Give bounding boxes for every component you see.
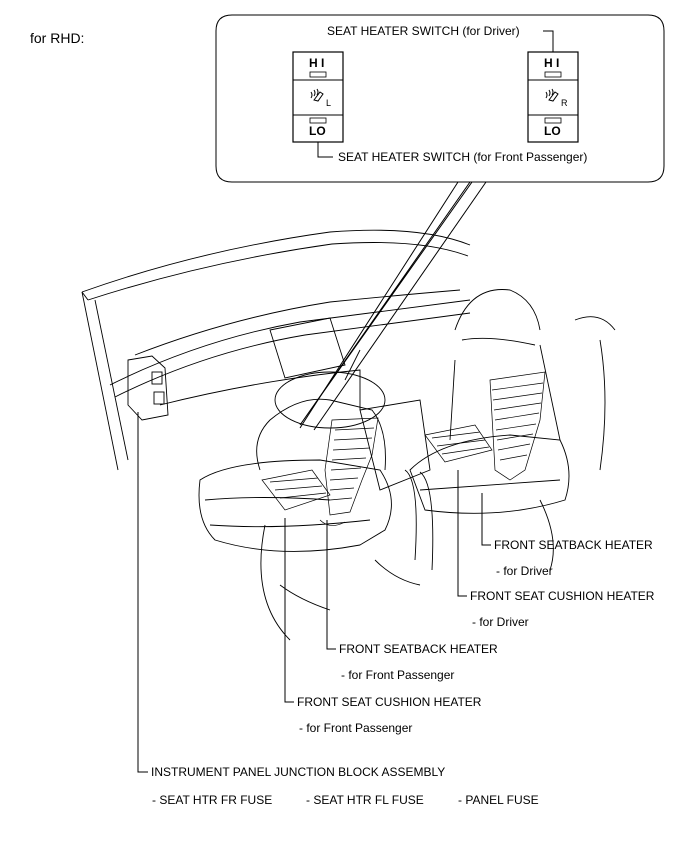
cushion-passenger-label: FRONT SEAT CUSHION HEATER xyxy=(297,695,482,709)
fuse-seat-htr-fr: - SEAT HTR FR FUSE xyxy=(152,793,273,807)
switch-leader-lines xyxy=(317,30,554,158)
seatback-passenger-label: FRONT SEATBACK HEATER xyxy=(339,642,498,656)
cushion-heater-passenger xyxy=(261,469,331,511)
driver-switch-label: SEAT HEATER SWITCH (for Driver) xyxy=(327,24,520,38)
hi-label-right: H I xyxy=(544,56,560,70)
cushion-passenger-sub: - for Front Passenger xyxy=(299,721,413,735)
fuse-seat-htr-fl: - SEAT HTR FL FUSE xyxy=(306,793,424,807)
seat-heater-icon xyxy=(545,88,559,102)
passenger-switch-label: SEAT HEATER SWITCH (for Front Passenger) xyxy=(338,150,588,164)
lo-label-right: LO xyxy=(544,124,561,138)
seatback-driver-label: FRONT SEATBACK HEATER xyxy=(494,538,653,552)
right-seat-heater-switch xyxy=(527,51,579,143)
seatback-passenger-sub: - for Front Passenger xyxy=(341,668,455,682)
hi-indicator-left xyxy=(309,71,327,78)
switch-callout-bubble xyxy=(215,14,665,431)
seatback-driver-sub: - for Driver xyxy=(496,564,553,578)
vehicle-interior-illustration xyxy=(81,229,616,641)
hi-label-left: H I xyxy=(309,56,325,70)
side-label-left: L xyxy=(326,98,332,108)
lo-label-left: LO xyxy=(309,124,326,138)
cushion-driver-sub: - for Driver xyxy=(472,615,529,629)
lo-indicator-left xyxy=(309,117,327,124)
seat-heater-icon xyxy=(310,88,324,102)
cushion-heater-driver xyxy=(424,424,493,463)
seatback-heater-passenger xyxy=(319,417,379,526)
callout-leader-lines xyxy=(137,412,491,773)
cushion-driver-label: FRONT SEAT CUSHION HEATER xyxy=(470,589,655,603)
lo-indicator-right xyxy=(544,117,562,124)
junction-block-label: INSTRUMENT PANEL JUNCTION BLOCK ASSEMBLY xyxy=(151,765,446,779)
seatback-heater-driver xyxy=(489,371,546,481)
side-label-right: R xyxy=(561,98,568,108)
left-seat-heater-switch xyxy=(292,51,344,143)
hi-indicator-right xyxy=(544,71,562,78)
page-title: for RHD: xyxy=(30,30,85,46)
fuse-panel: - PANEL FUSE xyxy=(458,793,539,807)
